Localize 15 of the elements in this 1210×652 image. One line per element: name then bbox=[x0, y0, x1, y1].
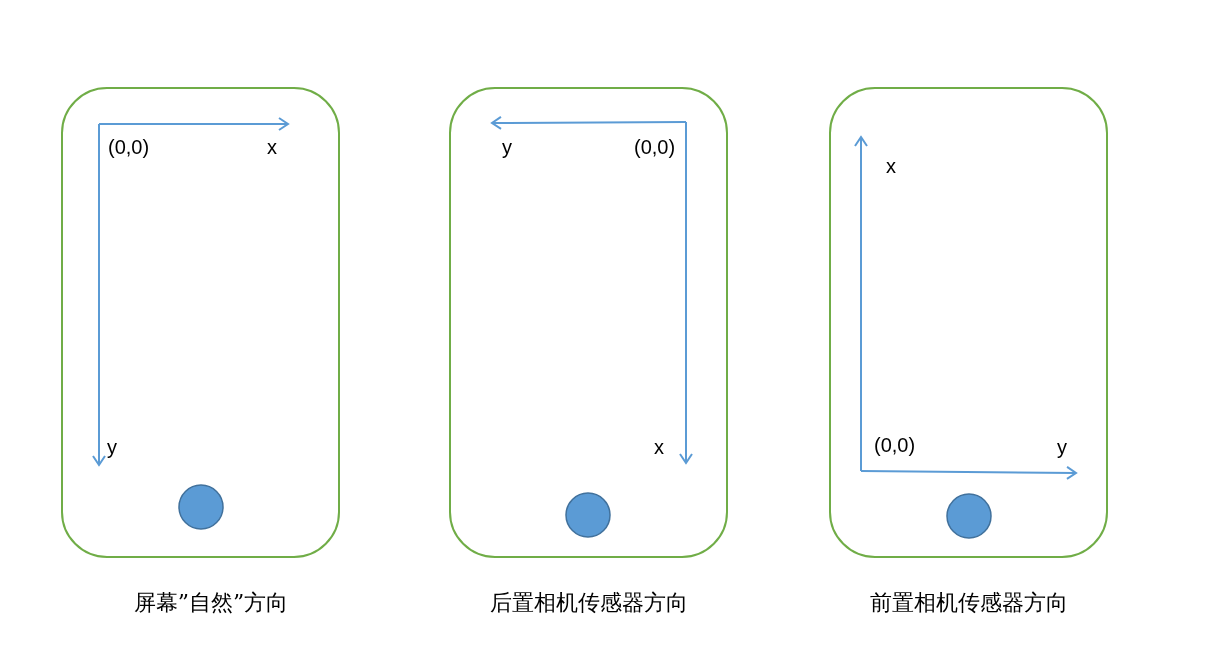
phone-frame bbox=[829, 87, 1108, 558]
phone-caption: 后置相机传感器方向 bbox=[490, 589, 688, 617]
phone-caption: 屏幕”自然”方向 bbox=[133, 589, 289, 617]
axis-label: x bbox=[654, 435, 664, 459]
phone-frame bbox=[449, 87, 728, 558]
axis-label: y bbox=[502, 135, 512, 159]
phone-caption: 前置相机传感器方向 bbox=[870, 589, 1068, 617]
phone-frame bbox=[61, 87, 340, 558]
origin-label: (0,0) bbox=[874, 433, 916, 457]
origin-label: (0,0) bbox=[634, 135, 676, 159]
axis-label: y bbox=[107, 435, 117, 459]
axis-label: x bbox=[267, 135, 277, 159]
origin-label: (0,0) bbox=[108, 135, 150, 159]
axis-label: y bbox=[1057, 435, 1067, 459]
axis-label: x bbox=[886, 154, 896, 178]
